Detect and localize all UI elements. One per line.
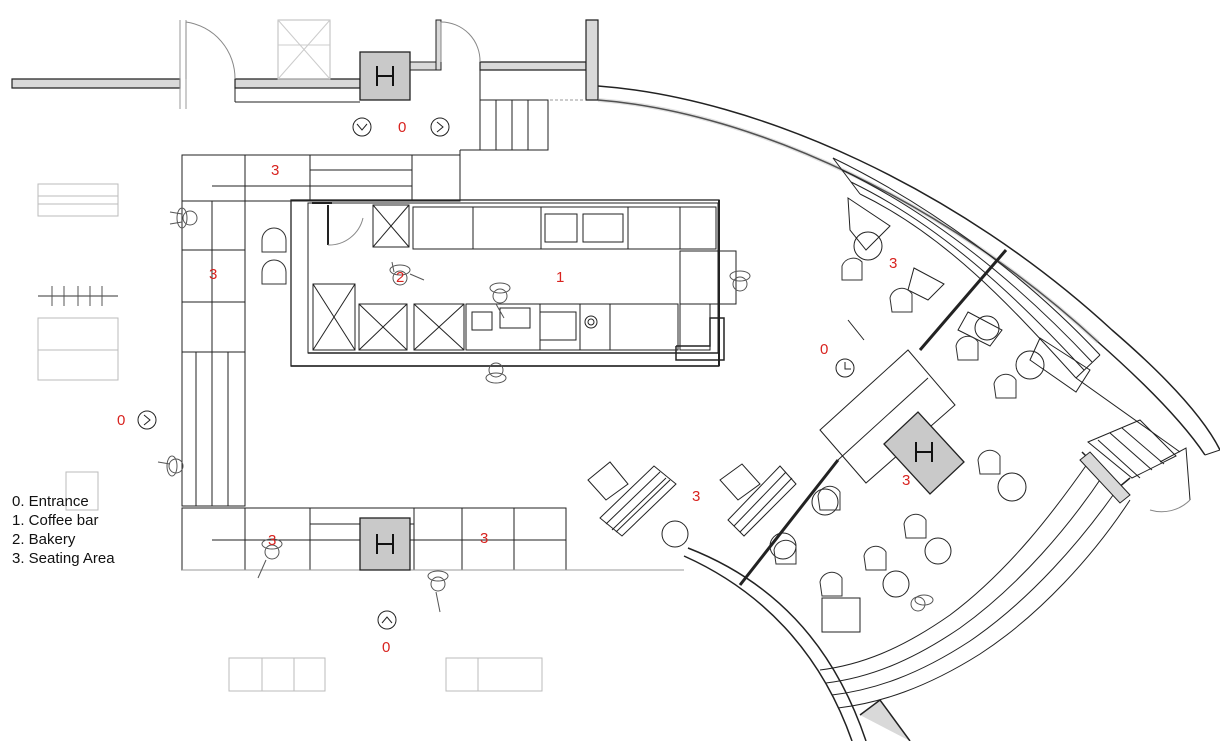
legend-item-entrance: 0. Entrance xyxy=(12,493,89,510)
top-wall xyxy=(11,19,599,109)
zone-label-seating: 3 xyxy=(902,472,910,489)
u-counter xyxy=(181,149,684,571)
entrance-stairs xyxy=(479,99,549,151)
person-icon xyxy=(157,207,934,613)
zone-label-seating: 3 xyxy=(692,488,700,505)
zone-label-coffee-bar: 1 xyxy=(556,269,564,286)
exterior-furniture xyxy=(37,183,543,692)
coffee-bar-block xyxy=(290,199,737,367)
legend-item-bakery: 2. Bakery xyxy=(12,531,76,548)
central-seating xyxy=(738,197,1091,633)
zone-label-bakery: 2 xyxy=(396,269,404,286)
zone-label-entrance: 0 xyxy=(820,341,828,358)
table-benches xyxy=(587,461,797,537)
legend-item-seating-area: 3. Seating Area xyxy=(12,550,115,567)
entrance-arrow-icon xyxy=(137,117,855,630)
zone-label-seating: 3 xyxy=(268,532,276,549)
zone-label-entrance: 0 xyxy=(117,412,125,429)
zone-label-seating: 3 xyxy=(480,530,488,547)
zone-label-seating: 3 xyxy=(271,162,279,179)
legend: 0. Entrance 1. Coffee bar 2. Bakery 3. S… xyxy=(12,492,115,568)
zone-label-entrance: 0 xyxy=(382,639,390,656)
column-marks xyxy=(376,66,933,554)
zone-label-seating: 3 xyxy=(209,266,217,283)
curved-bench-upper xyxy=(832,157,1181,453)
curved-inner-wall xyxy=(683,547,911,741)
chair-icon xyxy=(261,227,1017,597)
zone-label-entrance: 0 xyxy=(398,119,406,136)
zone-label-seating: 3 xyxy=(889,255,897,272)
table-icon xyxy=(661,231,1045,598)
zone-labels: 0 0 0 0 1 2 3 3 3 3 3 3 3 xyxy=(117,119,910,656)
legend-item-coffee-bar: 1. Coffee bar xyxy=(12,512,99,529)
lower-curved-platform xyxy=(819,419,1177,709)
